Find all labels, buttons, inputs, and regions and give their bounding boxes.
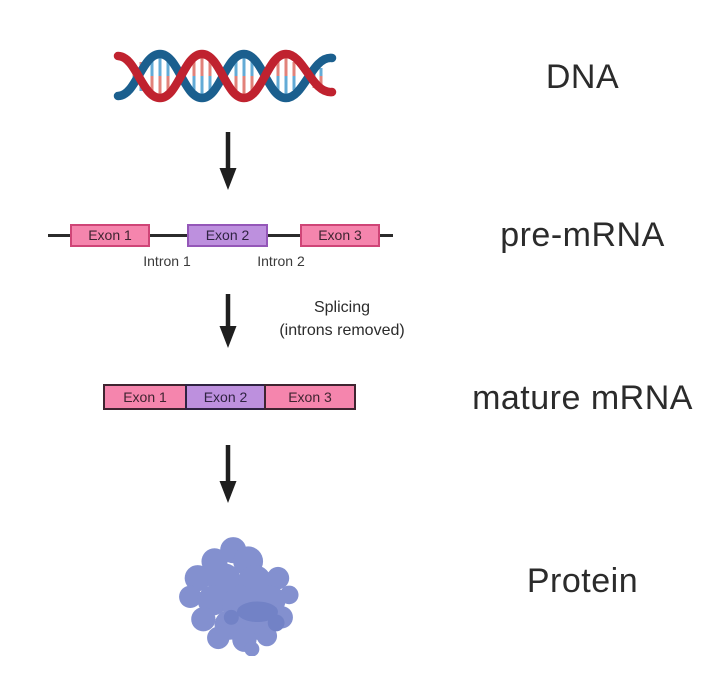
stage-label-dna: DNA xyxy=(545,58,620,96)
arrow-splicing xyxy=(219,294,237,348)
dna-helix-illustration xyxy=(113,49,337,103)
mature-exon2-box: Exon 2 xyxy=(185,384,266,410)
mature-exon1-box: Exon 1 xyxy=(103,384,187,410)
stage-label-protein: Protein xyxy=(526,562,639,600)
premrna-exon2-box: Exon 2 xyxy=(187,224,268,247)
stage-label-premrna: pre-mRNA xyxy=(500,216,665,254)
premrna-exon1-box: Exon 1 xyxy=(70,224,150,247)
arrow-dna-to-premrna xyxy=(219,132,237,190)
protein-illustration xyxy=(179,537,299,656)
splicing-note-line1: Splicing xyxy=(313,299,371,316)
intron1-label: Intron 1 xyxy=(143,253,191,269)
dna-strand-red xyxy=(113,49,337,103)
splicing-note: Splicing (introns removed) xyxy=(252,296,432,342)
arrow-translation xyxy=(219,445,237,503)
mature-mrna-construct: Exon 1 Exon 2 Exon 3 xyxy=(103,384,356,410)
mature-exon3-box: Exon 3 xyxy=(264,384,356,410)
splicing-note-line2: (introns removed) xyxy=(279,322,405,339)
intron2-label: Intron 2 xyxy=(257,253,305,269)
stage-label-mature-mrna: mature mRNA xyxy=(472,379,693,417)
premrna-exon3-box: Exon 3 xyxy=(300,224,380,247)
protein-shading xyxy=(223,601,285,632)
